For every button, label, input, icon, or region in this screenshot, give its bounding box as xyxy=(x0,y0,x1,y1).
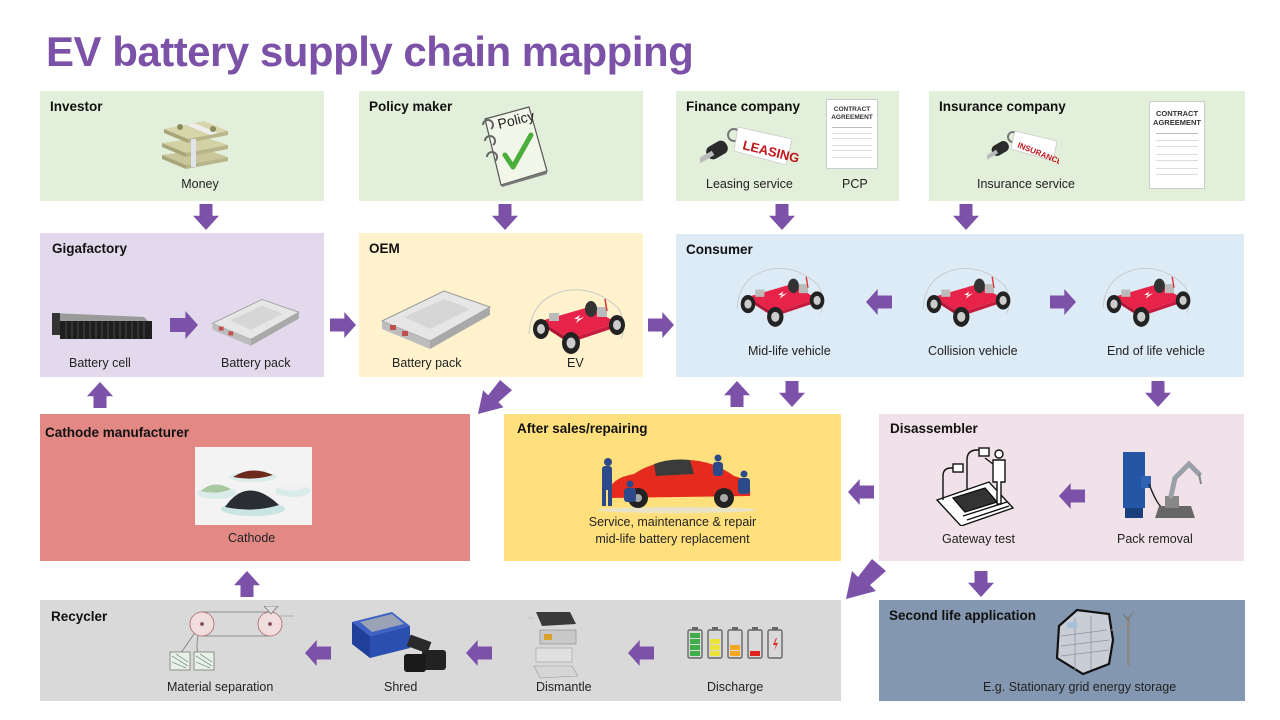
contract-document-icon: CONTRACT AGREEMENT xyxy=(1149,101,1205,189)
battery-levels-icon xyxy=(686,626,786,660)
policy-notebook-icon: Policy xyxy=(477,105,549,187)
contract-line-1: CONTRACT xyxy=(833,106,871,113)
arrow-policy-to-oem xyxy=(479,204,531,230)
arrow-consumer-to-after-sales xyxy=(765,381,819,407)
arrow-oem-to-consumer xyxy=(648,300,674,350)
recycler-box: Recycler xyxy=(40,600,841,701)
arrow-after-sales-to-consumer xyxy=(711,381,763,407)
oem-box: OEM Battery pack EV xyxy=(359,233,643,377)
grid-storage-icon xyxy=(1051,608,1137,678)
disassembler-box: Disassembler Gateway test Pack remo xyxy=(879,414,1244,561)
gigafactory-title: Gigafactory xyxy=(52,241,128,256)
policy-maker-title: Policy maker xyxy=(369,99,453,114)
after-sales-title: After sales/repairing xyxy=(517,421,648,436)
ev-label: EV xyxy=(567,356,584,370)
arrow-finance-to-consumer xyxy=(756,204,808,230)
end-of-life-vehicle-label: End of life vehicle xyxy=(1107,344,1205,358)
second-life-title: Second life application xyxy=(889,608,1037,623)
battery-cell-icon xyxy=(52,307,152,341)
money-stack-icon xyxy=(158,115,232,169)
contract-document-icon: CONTRACT AGREEMENT xyxy=(826,99,878,169)
arrow-cathode-to-gigafactory xyxy=(76,382,124,408)
battery-pack-icon xyxy=(206,293,302,349)
arrow-investor-to-gigafactory xyxy=(180,204,232,230)
consumer-box: Consumer Mid-life vehicle Collision vehi… xyxy=(676,234,1244,377)
discharge-label: Discharge xyxy=(707,680,764,694)
robot-arm-icon xyxy=(1119,450,1205,520)
battery-pack-icon xyxy=(373,283,495,353)
gateway-test-label: Gateway test xyxy=(942,532,1015,546)
pack-removal-label: Pack removal xyxy=(1117,532,1193,546)
contract-line-1: CONTRACT xyxy=(1155,109,1199,118)
service-label-line2: mid-life battery replacement xyxy=(595,532,750,546)
ev-chassis-icon xyxy=(914,256,1014,334)
insurance-key-icon: INSURANCE xyxy=(983,127,1064,167)
gigafactory-box: Gigafactory Battery cell Battery pack xyxy=(40,233,324,377)
separation-icon xyxy=(166,605,296,672)
insurance-company-title: Insurance company xyxy=(939,99,1066,114)
pcp-label: PCP xyxy=(842,177,868,191)
policy-maker-box: Policy maker Policy xyxy=(359,91,643,201)
ev-chassis-icon xyxy=(1094,256,1194,334)
arrow-pack-removal-to-gateway-test xyxy=(1059,470,1085,522)
contract-line-2: AGREEMENT xyxy=(831,114,873,121)
cathode-manufacturer-title: Cathode manufacturer xyxy=(45,425,190,440)
disassembler-title: Disassembler xyxy=(890,421,978,436)
shredder-icon xyxy=(348,610,452,676)
dismantle-icon xyxy=(526,608,586,680)
recycler-title: Recycler xyxy=(51,609,108,624)
material-separation-label: Material separation xyxy=(167,680,274,694)
finance-company-title: Finance company xyxy=(686,99,801,114)
arrow-consumer-to-disassembler xyxy=(1131,381,1185,407)
oem-battery-pack-label: Battery pack xyxy=(392,356,462,370)
arrow-oem-to-after-sales xyxy=(474,380,516,414)
insurance-company-box: Insurance company INSURANCE CONTRACT AGR… xyxy=(929,91,1245,201)
second-life-box: Second life application E.g. Stationary … xyxy=(879,600,1245,701)
arrow-gigafactory-to-oem xyxy=(330,300,356,350)
insurance-service-label: Insurance service xyxy=(977,177,1075,191)
arrow-recycler-to-cathode xyxy=(222,571,272,597)
cathode-label: Cathode xyxy=(228,531,276,545)
page-title: EV battery supply chain mapping xyxy=(46,28,694,75)
leasing-key-icon: LEASING xyxy=(696,121,801,173)
consumer-title: Consumer xyxy=(686,242,753,257)
arrow-disassembler-to-recycler xyxy=(846,558,886,600)
service-label-line1: Service, maintenance & repair xyxy=(588,515,757,529)
money-label: Money xyxy=(181,177,219,191)
finance-company-box: Finance company LEASING CONTRACT AGREEME… xyxy=(676,91,899,201)
cathode-powder-icon xyxy=(195,447,312,525)
battery-pack-label: Battery pack xyxy=(221,356,291,370)
car-repair-icon xyxy=(594,454,760,514)
arrow-collision-to-midlife xyxy=(866,278,892,326)
arrow-shred-to-separation xyxy=(305,628,331,678)
arrow-dismantle-to-shred xyxy=(466,628,492,678)
arrow-collision-to-end-of-life xyxy=(1050,278,1076,326)
ev-chassis-icon xyxy=(519,279,629,359)
oem-title: OEM xyxy=(369,241,400,256)
cathode-manufacturer-box: Cathode manufacturer Cathode xyxy=(40,414,470,561)
investor-box: Investor Money xyxy=(40,91,324,201)
collision-vehicle-label: Collision vehicle xyxy=(928,344,1018,358)
leasing-service-label: Leasing service xyxy=(706,177,793,191)
shred-label: Shred xyxy=(384,680,418,694)
arrow-cell-to-pack xyxy=(170,303,198,347)
arrow-discharge-to-dismantle xyxy=(628,628,654,678)
arrow-insurance-to-consumer xyxy=(940,204,992,230)
gateway-test-icon xyxy=(923,446,1019,527)
arrow-disassembler-to-after-sales xyxy=(848,466,874,518)
ev-chassis-icon xyxy=(728,256,828,334)
contract-line-2: AGREEMENT xyxy=(1153,118,1201,127)
dismantle-label: Dismantle xyxy=(536,680,592,694)
midlife-vehicle-label: Mid-life vehicle xyxy=(748,344,831,358)
after-sales-box: After sales/repairing Service, maintenan… xyxy=(504,414,841,561)
investor-title: Investor xyxy=(50,99,103,114)
arrow-disassembler-to-second-life xyxy=(954,571,1008,597)
battery-cell-label: Battery cell xyxy=(69,356,131,370)
grid-storage-label: E.g. Stationary grid energy storage xyxy=(983,680,1177,694)
